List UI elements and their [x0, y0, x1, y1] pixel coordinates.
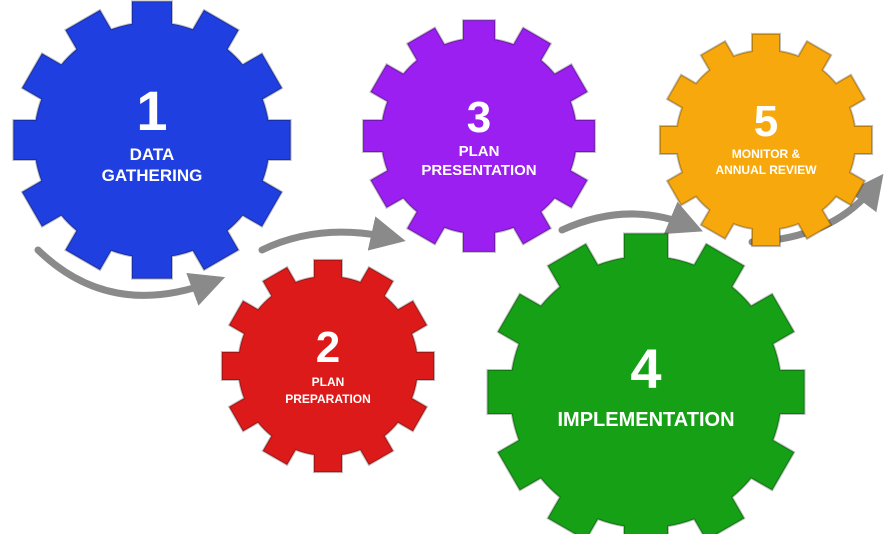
gear-1-label-line-1: DATA — [130, 145, 175, 164]
gear-1-label-line-2: GATHERING — [102, 166, 203, 185]
gear-step-2: 2 PLAN PREPARATION — [220, 258, 436, 474]
gear-5-number: 5 — [754, 97, 778, 146]
gear-step-1: 1 DATA GATHERING — [12, 0, 292, 280]
gear-3-label-line-2: PRESENTATION — [421, 162, 536, 179]
arrow-1-to-2 — [34, 246, 226, 306]
gear-3-label-line-1: PLAN — [459, 143, 500, 160]
gear-5-label-line-2: ANNUAL REVIEW — [715, 163, 817, 177]
gear-3-shape — [362, 19, 596, 253]
gear-2-number: 2 — [316, 323, 340, 372]
gear-5-label-line-1: MONITOR & — [732, 147, 801, 161]
gear-4-number: 4 — [630, 337, 661, 400]
gear-1-number: 1 — [136, 79, 167, 142]
gear-5-shape — [658, 32, 874, 248]
gear-step-5: 5 MONITOR & ANNUAL REVIEW — [658, 32, 874, 248]
gear-4-label-line-1: IMPLEMENTATION — [557, 409, 734, 431]
arrow-2-to-3 — [258, 216, 406, 254]
gear-step-4: 4 IMPLEMENTATION — [486, 232, 806, 534]
gear-2-label-line-2: PREPARATION — [285, 392, 371, 406]
gear-3-number: 3 — [467, 93, 491, 142]
gear-step-3: 3 PLAN PRESENTATION — [362, 19, 596, 253]
gear-2-shape — [220, 258, 436, 474]
gear-4-shape — [486, 232, 806, 534]
gear-1-shape — [12, 0, 292, 280]
arrow-3-to-4 — [558, 201, 703, 235]
gear-2-label-line-1: PLAN — [312, 375, 345, 389]
